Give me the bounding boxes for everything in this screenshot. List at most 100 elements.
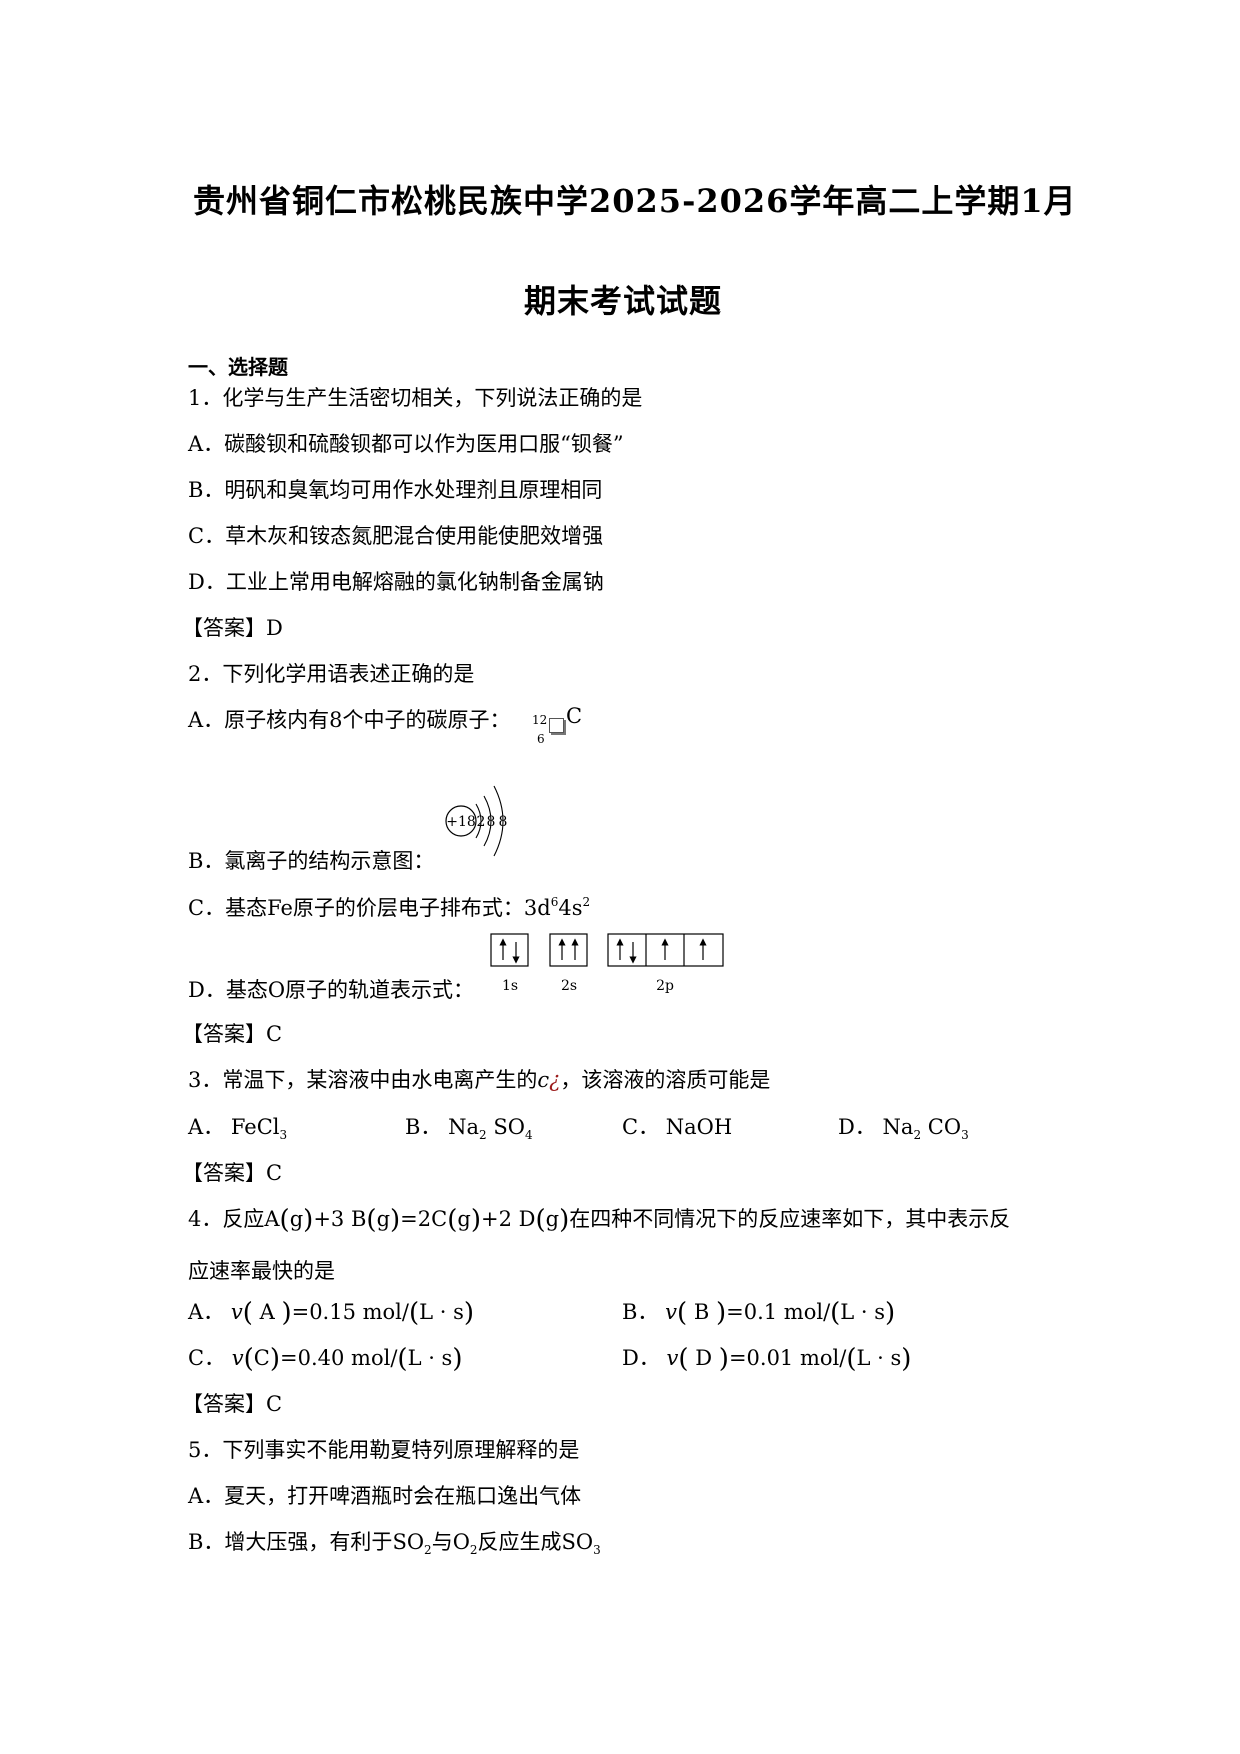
q2-option-a: A．原子核内有8个中子的碳原子：	[188, 704, 511, 734]
q3-stem: 3．常温下，某溶液中由水电离产生的c¿，该溶液的溶质可能是	[188, 1064, 770, 1094]
paren-right: )	[718, 1344, 729, 1374]
section-heading: 一、选择题	[188, 355, 288, 379]
paren-left: (	[447, 1205, 458, 1235]
paren-right: )	[885, 1298, 896, 1328]
shell-electrons-3: 8	[499, 814, 508, 830]
q4-a-v: v	[230, 1300, 243, 1324]
paren-left: (	[535, 1205, 546, 1235]
q4-option-b: B． v( B )=0.1 mol/(L · s)	[622, 1296, 896, 1328]
q4-d-label: D．	[622, 1346, 660, 1370]
paren-right: )	[559, 1205, 570, 1235]
q1-option-a: A．碳酸钡和硫酸钡都可以作为医用口服“钡餐”	[188, 432, 624, 456]
q3-d-sub-2: 3	[961, 1128, 969, 1142]
q1-option-c: C．草木灰和铵态氮肥混合使用能使肥效增强	[188, 524, 604, 548]
q2-option-d: D．基态O原子的轨道表示式：	[188, 978, 475, 1002]
q4-c-value: =0.40 mol/	[280, 1346, 398, 1370]
q2-answer: 【答案】C	[182, 1022, 283, 1046]
paren-left: (	[243, 1344, 254, 1374]
q3-option-b: B． Na2 SO4	[405, 1111, 533, 1142]
paren-right: )	[470, 1205, 481, 1235]
q5-b-sub-1: 2	[424, 1543, 432, 1557]
q2-a-mass-number: 12	[532, 713, 548, 727]
paren-left: (	[242, 1298, 253, 1328]
q2-c-config-4s: 4s	[558, 896, 583, 920]
shell-arc-2	[483, 795, 492, 847]
q4-eq-species-c: C	[431, 1207, 448, 1231]
q4-eq-state: g	[545, 1207, 560, 1231]
paren-right: )	[452, 1344, 463, 1374]
q5-option-b: B．增大压强，有利于SO2与O2反应生成SO3	[188, 1526, 601, 1557]
q3-b-sub-1: 2	[479, 1128, 487, 1142]
q5-stem: 5．下列事实不能用勒夏特列原理解释的是	[188, 1438, 580, 1462]
paren-right: )	[303, 1205, 314, 1235]
orbital-label-2s: 2s	[561, 978, 577, 994]
q3-option-d: D． Na2 CO3	[838, 1111, 969, 1142]
q3-b-formula-1: Na	[448, 1115, 480, 1139]
q4-eq-state: g	[289, 1207, 304, 1231]
orbital-label-1s: 1s	[502, 978, 518, 994]
shell-electrons-1: 2	[477, 814, 486, 830]
q4-b-label: B．	[622, 1300, 659, 1324]
q4-b-value: =0.1 mol/	[726, 1300, 831, 1324]
q3-answer: 【答案】C	[182, 1161, 283, 1185]
q3-stem-a: 3．常温下，某溶液中由水电离产生的	[188, 1068, 538, 1092]
q4-d-species: D	[695, 1346, 713, 1370]
q4-a-label: A．	[188, 1300, 225, 1324]
paren-left: (	[678, 1344, 689, 1374]
q4-d-v: v	[666, 1346, 679, 1370]
q4-c-species: C	[253, 1346, 270, 1370]
q4-b-species: B	[693, 1300, 710, 1324]
q3-a-label: A．	[188, 1115, 225, 1139]
q5-b-formula-1: SO	[392, 1530, 425, 1554]
q4-eq-species-a: A	[264, 1207, 280, 1231]
q3-a-formula: FeCl	[230, 1115, 280, 1139]
q3-b-label: B．	[405, 1115, 442, 1139]
shell-arc-3	[493, 785, 504, 857]
q5-b-sub-3: 3	[593, 1543, 601, 1557]
doc-title-line-1: 贵州省铜仁市松桃民族中学2025-2026学年高二上学期1月	[193, 182, 1077, 220]
q4-option-d: D． v( D )=0.01 mol/(L · s)	[622, 1342, 912, 1374]
q1-option-d: D．工业上常用电解熔融的氯化钠制备金属钠	[188, 570, 604, 594]
q2-c-config-3d: 3d	[523, 896, 551, 920]
q3-stem-glyph: ¿	[549, 1068, 561, 1092]
q4-stem-prefix: 4．反应	[188, 1207, 265, 1231]
q4-d-unit: L · s	[856, 1346, 902, 1370]
q4-d-value: =0.01 mol/	[728, 1346, 847, 1370]
placeholder-box-icon	[549, 718, 564, 733]
q5-b-mid: 与	[431, 1530, 453, 1554]
paren-right: )	[901, 1344, 912, 1374]
nucleus-circle	[445, 805, 477, 837]
q4-c-v: v	[231, 1346, 244, 1370]
q4-stem-line-2: 应速率最快的是	[188, 1259, 335, 1283]
q3-d-formula-2: CO	[927, 1115, 962, 1139]
q5-option-a: A．夏天，打开啤酒瓶时会在瓶口逸出气体	[188, 1484, 582, 1508]
q1-option-b: B．明矾和臭氧均可用作水处理剂且原理相同	[188, 478, 603, 502]
q3-b-sub-2: 4	[524, 1128, 533, 1142]
paren-left: (	[677, 1298, 688, 1328]
q2-stem: 2．下列化学用语表述正确的是	[188, 662, 475, 686]
q3-a-sub: 3	[279, 1128, 288, 1142]
q5-b-text: B．增大压强，有利于	[188, 1530, 393, 1554]
q4-eq-species-d: D	[518, 1207, 536, 1231]
oxygen-orbital-diagram: 1s 2s 2p	[490, 933, 724, 994]
q4-option-a: A． v( A )=0.15 mol/(L · s)	[188, 1296, 474, 1328]
q3-d-sub-1: 2	[913, 1128, 922, 1142]
paren-right: )	[269, 1344, 281, 1374]
q4-eq-plus-1: +3	[313, 1207, 345, 1231]
paren-left: (	[279, 1205, 290, 1235]
q3-option-c: C． NaOH	[622, 1111, 732, 1141]
q2-a-symbol: C	[566, 704, 583, 728]
doc-title-line-2: 期末考试试题	[524, 282, 723, 320]
q4-eq-state: g	[376, 1207, 391, 1231]
q1-answer: 【答案】D	[182, 616, 283, 640]
q4-a-unit: L · s	[419, 1300, 464, 1324]
q4-c-label: C．	[188, 1346, 226, 1370]
q4-b-unit: L · s	[840, 1300, 886, 1324]
q4-eq-plus-2: +2	[480, 1207, 512, 1231]
q2-c-config-4s-count: 2	[582, 895, 591, 909]
q5-b-sub-2: 2	[469, 1543, 478, 1557]
q1-stem: 1．化学与生产生活密切相关，下列说法正确的是	[188, 386, 643, 410]
orbital-box-2s	[549, 933, 588, 967]
q3-d-formula-1: Na	[882, 1115, 914, 1139]
